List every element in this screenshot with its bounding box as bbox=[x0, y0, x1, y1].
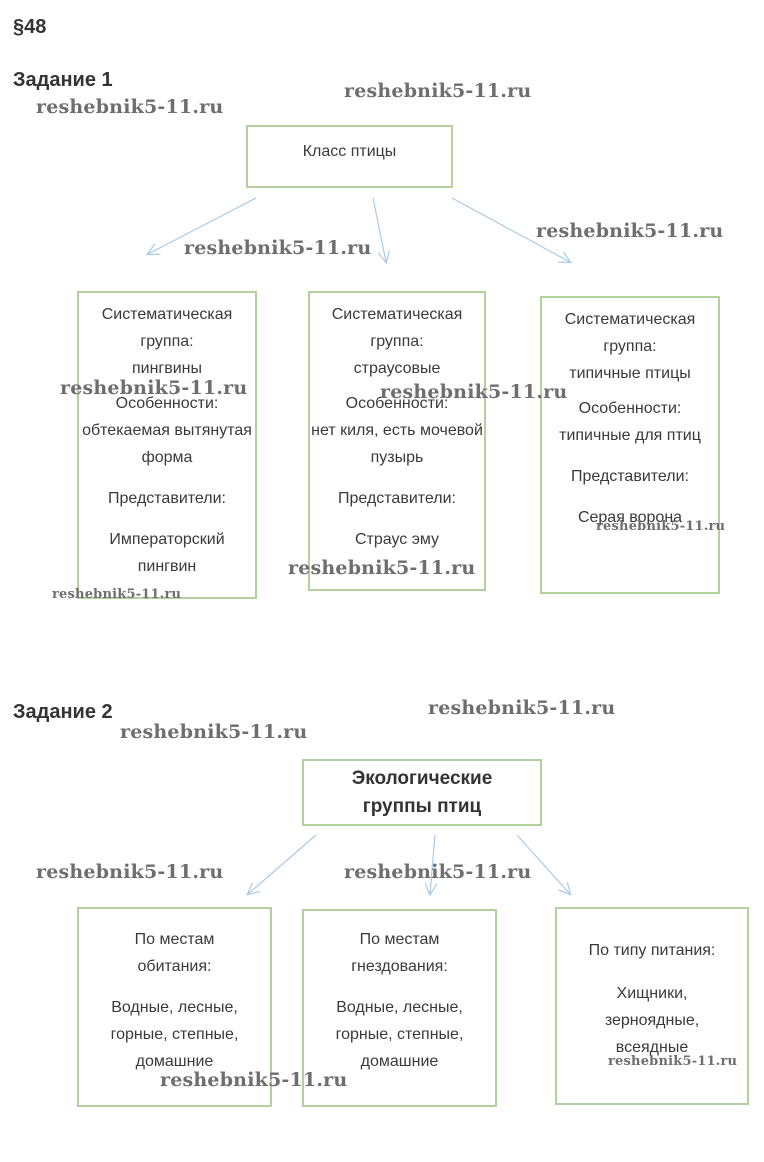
arrow-2-right bbox=[516, 834, 570, 894]
representatives-text: Императорский пингвин bbox=[109, 531, 225, 575]
arrow-1-right bbox=[451, 197, 570, 262]
watermark: reshebnik5-11.ru bbox=[36, 96, 224, 118]
group-label: Систематическая группа: bbox=[331, 306, 463, 350]
group-label: По местам обитания: bbox=[134, 931, 215, 975]
group-items: Водные, лесные, горные, степные, домашни… bbox=[110, 999, 239, 1070]
group-name: типичные птицы bbox=[569, 365, 691, 382]
watermark: reshebnik5-11.ru bbox=[344, 80, 532, 102]
features-label: Особенности: bbox=[578, 400, 682, 417]
features-text: нет киля, есть мочевой пузырь bbox=[311, 422, 483, 466]
group-label: Систематическая группа: bbox=[101, 306, 233, 350]
watermark: reshebnik5-11.ru bbox=[60, 377, 248, 399]
watermark: reshebnik5-11.ru bbox=[288, 557, 476, 579]
watermark: reshebnik5-11.ru bbox=[596, 519, 726, 534]
representatives-text: Страус эму bbox=[354, 531, 440, 548]
watermark: reshebnik5-11.ru bbox=[120, 721, 308, 743]
watermark: reshebnik5-11.ru bbox=[536, 220, 724, 242]
features-text: типичные для птиц bbox=[559, 427, 701, 444]
task2-group-box-diet: По типу питания: Хищники, зерноядные, вс… bbox=[555, 907, 749, 1105]
task1-root-label: Класс птицы bbox=[302, 143, 397, 160]
representatives-label: Представители: bbox=[571, 468, 689, 485]
arrow-1-left bbox=[148, 197, 257, 254]
features-label: Особенности: bbox=[115, 395, 219, 412]
representatives-text: Серая ворона bbox=[577, 509, 683, 526]
features-text: обтекаемая вытянутая форма bbox=[82, 422, 252, 466]
representatives-label: Представители: bbox=[338, 490, 456, 507]
group-label: По местам гнездования: bbox=[351, 931, 448, 975]
arrow-1-mid bbox=[372, 197, 386, 262]
task1-heading: Задание 1 bbox=[13, 69, 113, 91]
watermark: reshebnik5-11.ru bbox=[160, 1069, 348, 1091]
watermark: reshebnik5-11.ru bbox=[608, 1054, 738, 1069]
group-label: По типу питания: bbox=[588, 942, 716, 959]
watermark: reshebnik5-11.ru bbox=[428, 697, 616, 719]
task2-heading: Задание 2 bbox=[13, 701, 113, 723]
watermark: reshebnik5-11.ru bbox=[184, 237, 372, 259]
arrow-2-left bbox=[248, 834, 317, 894]
task2-root-box: Экологические группы птиц bbox=[302, 759, 542, 826]
watermark: reshebnik5-11.ru bbox=[52, 587, 182, 602]
watermark: reshebnik5-11.ru bbox=[36, 861, 224, 883]
features-label: Особенности: bbox=[345, 395, 449, 412]
task1-root-box: Класс птицы bbox=[246, 125, 453, 188]
group-items: Водные, лесные, горные, степные, домашни… bbox=[335, 999, 464, 1070]
task1-group-box-ostriches: Систематическая группа: страусовые Особе… bbox=[308, 291, 486, 591]
section-number: §48 bbox=[13, 16, 47, 38]
representatives-label: Представители: bbox=[108, 490, 226, 507]
group-name: пингвины bbox=[131, 360, 203, 377]
watermark: reshebnik5-11.ru bbox=[344, 861, 532, 883]
group-label: Систематическая группа: bbox=[564, 311, 696, 355]
task2-root-label: Экологические группы птиц bbox=[351, 768, 493, 817]
arrow-2-mid bbox=[430, 834, 435, 894]
task2-group-box-habitat: По местам обитания: Водные, лесные, горн… bbox=[77, 907, 272, 1107]
task2-group-box-nesting: По местам гнездования: Водные, лесные, г… bbox=[302, 909, 497, 1107]
group-name: страусовые bbox=[353, 360, 441, 377]
group-items: Хищники, зерноядные, всеядные bbox=[604, 985, 700, 1056]
watermark: reshebnik5-11.ru bbox=[380, 381, 568, 403]
task1-group-box-typical: Систематическая группа: типичные птицы О… bbox=[540, 296, 720, 594]
task1-group-box-penguins: Систематическая группа: пингвины Особенн… bbox=[77, 291, 257, 599]
